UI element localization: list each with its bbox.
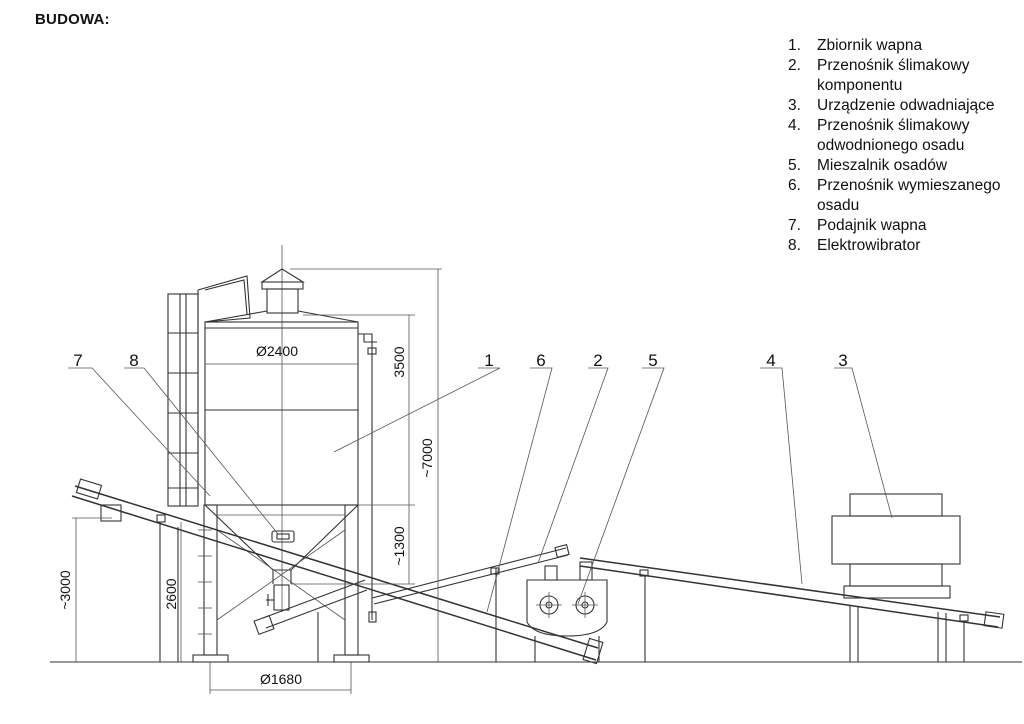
callout-4: 4 bbox=[766, 351, 775, 370]
legend-number: 2. bbox=[788, 57, 801, 74]
callout-2: 2 bbox=[593, 351, 602, 370]
dewatered-sludge-conveyor bbox=[579, 557, 1005, 662]
legend-item: 5. Mieszalnik osadów bbox=[788, 156, 1018, 176]
drawing-heading: BUDOWA: bbox=[35, 11, 110, 28]
legend-item: 6. Przenośnik wymieszanego osadu bbox=[788, 176, 1018, 216]
dim-feeder-height: ~3000 bbox=[57, 570, 73, 610]
legend-label: Zbiornik wapna bbox=[817, 37, 923, 54]
legend-number: 4. bbox=[788, 117, 801, 134]
legend-number: 3. bbox=[788, 97, 801, 114]
dim-cylinder-height: 3500 bbox=[391, 346, 407, 377]
sludge-mixer bbox=[526, 561, 608, 662]
callout-3: 3 bbox=[838, 351, 847, 370]
lime-feeder bbox=[253, 579, 368, 636]
legend-item: 1. Zbiornik wapna bbox=[788, 36, 1018, 56]
legend-number: 7. bbox=[788, 217, 801, 234]
legend-number: 1. bbox=[788, 37, 801, 54]
dim-support-height: 2600 bbox=[163, 578, 179, 609]
legend-label: Elektrowibrator bbox=[817, 237, 921, 254]
leader-lines bbox=[68, 367, 893, 613]
legend-item: 8. Elektrowibrator bbox=[788, 236, 1018, 256]
component-conveyor bbox=[371, 544, 570, 662]
dim-cone-height: ~1300 bbox=[391, 526, 407, 566]
callout-7: 7 bbox=[73, 351, 82, 370]
legend-label: Podajnik wapna bbox=[817, 217, 927, 234]
mixed-sludge-conveyor bbox=[71, 478, 604, 665]
legend-number: 8. bbox=[788, 237, 801, 254]
legend-item: 3. Urządzenie odwadniające bbox=[788, 96, 1018, 116]
dim-tank-diameter: Ø2400 bbox=[256, 343, 298, 359]
callout-6: 6 bbox=[536, 351, 545, 370]
legend-label: Przenośnik ślimakowy komponentu bbox=[817, 57, 970, 94]
legend-number: 5. bbox=[788, 157, 801, 174]
callout-1: 1 bbox=[484, 351, 493, 370]
callout-5: 5 bbox=[648, 351, 657, 370]
callout-numbers: 7 8 1 6 2 5 4 3 bbox=[73, 351, 847, 370]
dewatering-device bbox=[831, 493, 961, 599]
parts-legend: 1. Zbiornik wapna 2. Przenośnik ślimakowy … bbox=[788, 36, 1018, 256]
legend-number: 6. bbox=[788, 177, 801, 194]
legend-label: Przenośnik ślimakowy odwodnionego osadu bbox=[817, 117, 970, 154]
legend-item: 2. Przenośnik ślimakowy komponentu bbox=[788, 56, 1018, 96]
dim-base-diameter: Ø1680 bbox=[260, 671, 302, 687]
legend-item: 7. Podajnik wapna bbox=[788, 216, 1018, 236]
legend-item: 4. Przenośnik ślimakowy odwodnionego osad… bbox=[788, 116, 1018, 156]
dimension-labels: Ø2400 3500 ~7000 ~1300 2600 ~3000 Ø1680 bbox=[57, 343, 435, 687]
electrovibrator bbox=[271, 530, 295, 543]
legend-label: Przenośnik wymieszanego osadu bbox=[817, 177, 1001, 214]
dimension-lines bbox=[72, 268, 442, 694]
legend-label: Mieszalnik osadów bbox=[817, 157, 948, 174]
lime-silo bbox=[192, 245, 377, 663]
legend-label: Urządzenie odwadniające bbox=[817, 97, 995, 114]
dim-total-height: ~7000 bbox=[419, 438, 435, 478]
callout-8: 8 bbox=[129, 351, 138, 370]
silo-ladder bbox=[167, 275, 251, 507]
